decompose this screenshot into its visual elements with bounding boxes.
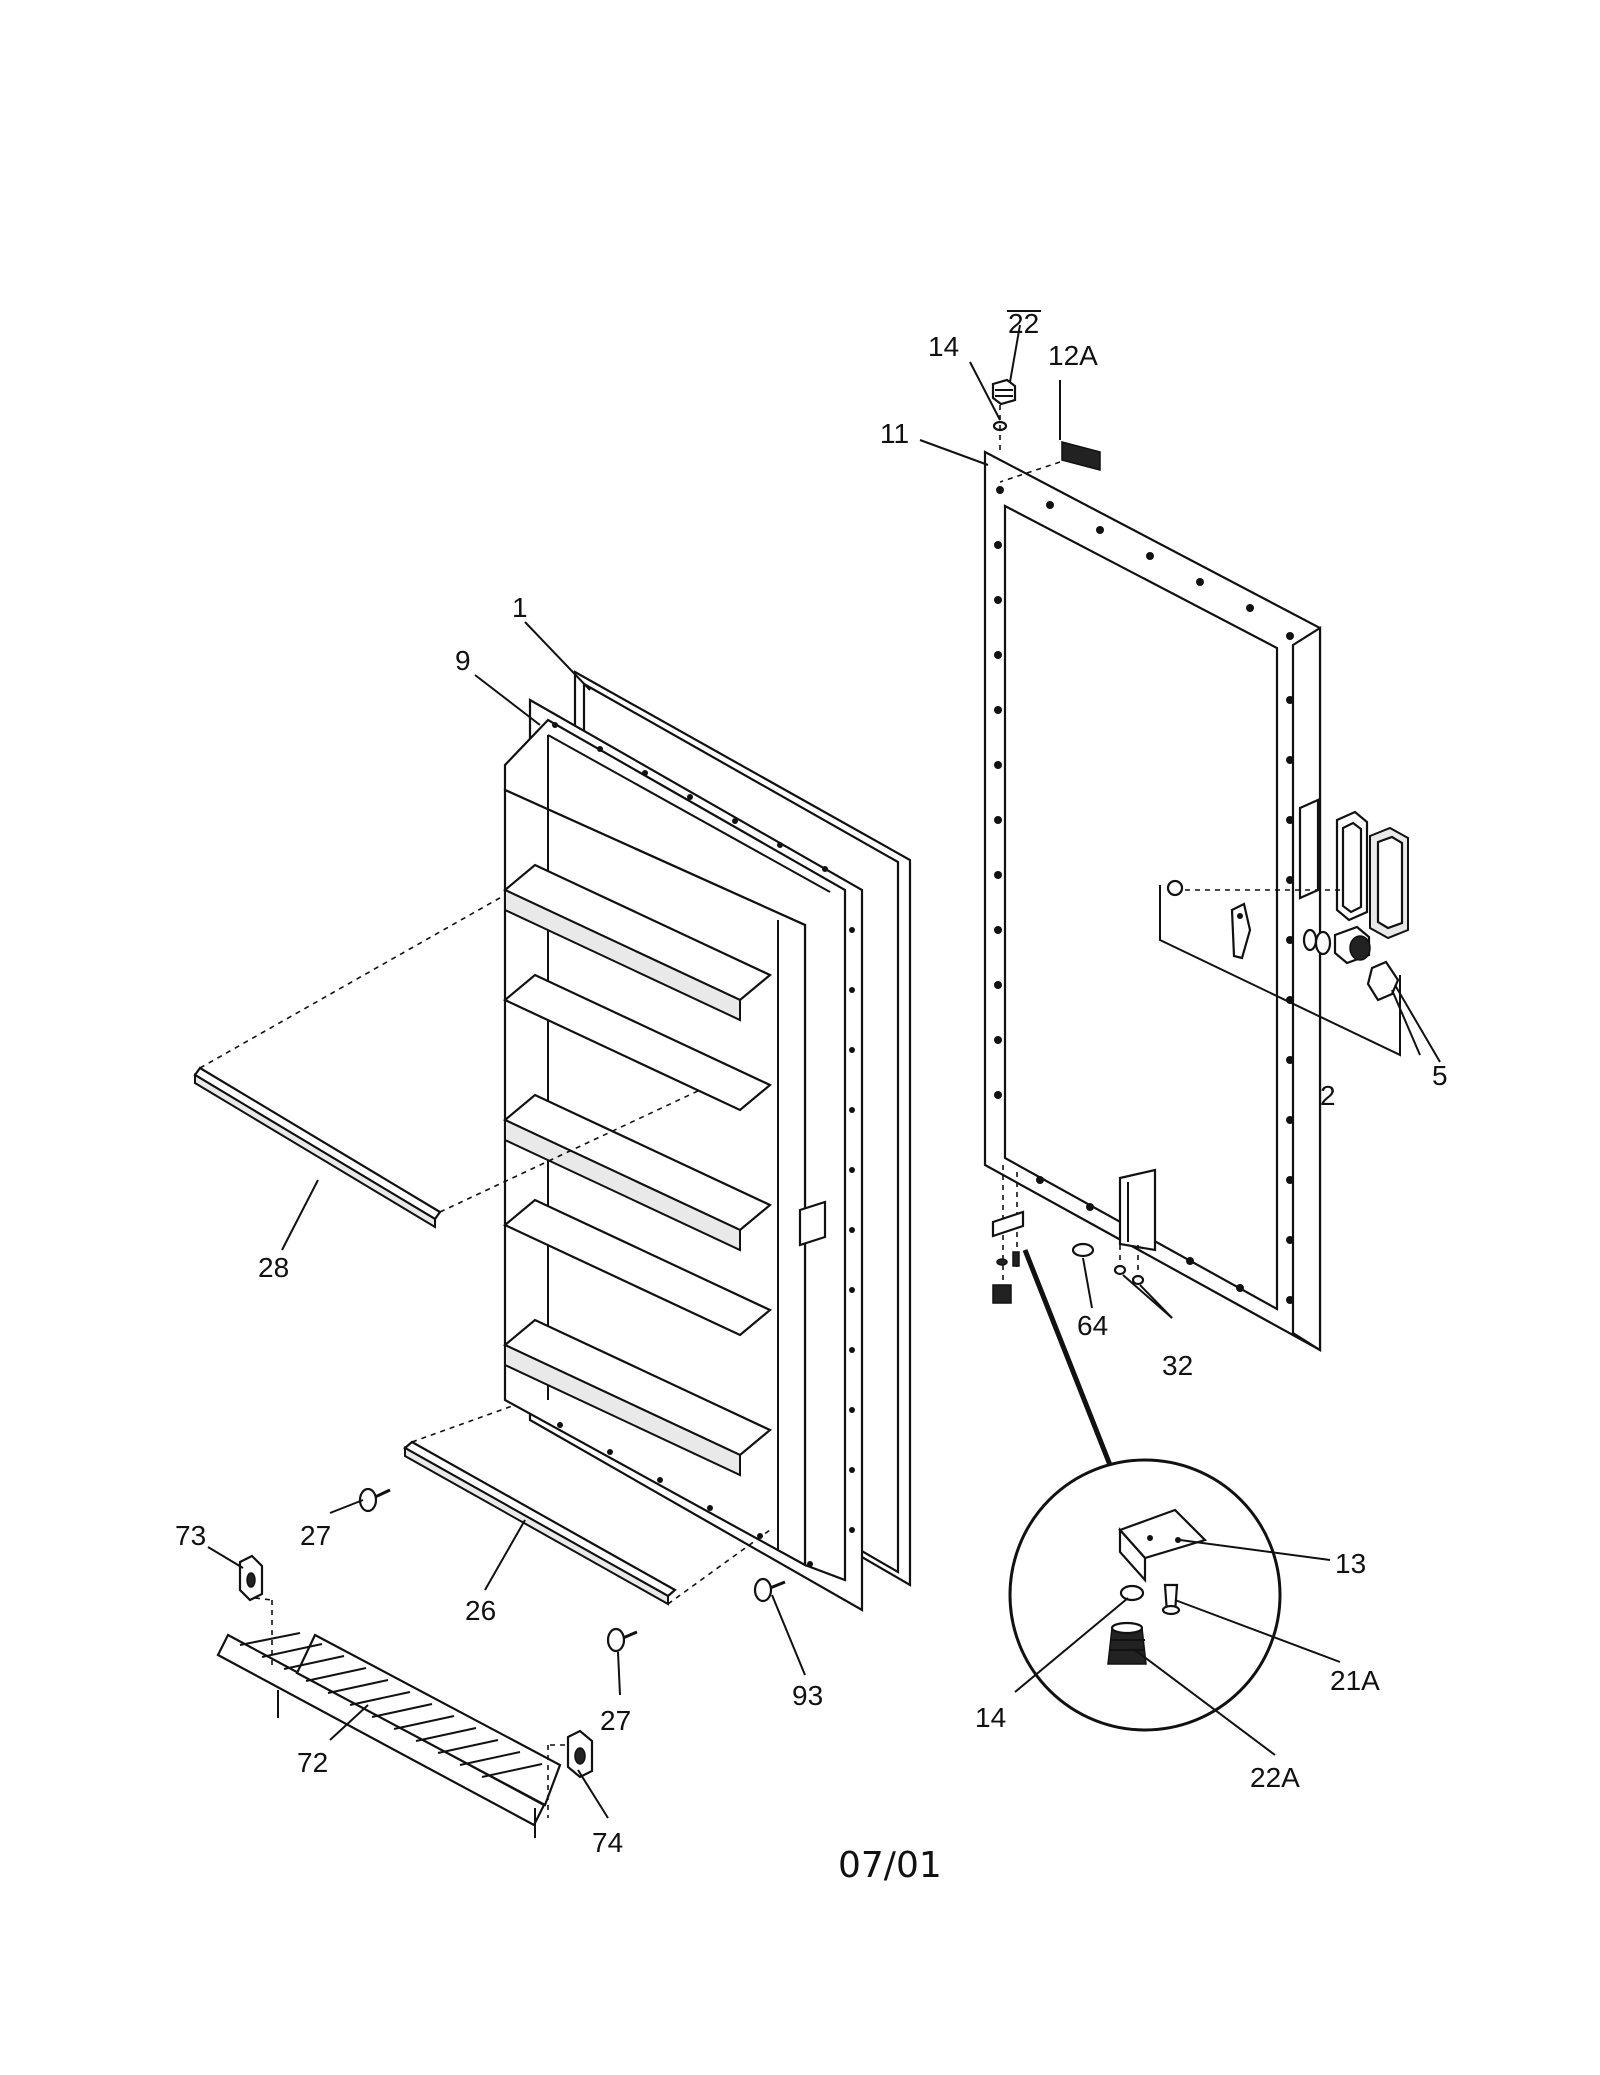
date-code: 07/01 (838, 1845, 942, 1886)
label-73: 73 (175, 1520, 206, 1551)
label-2: 2 (1320, 1080, 1336, 1111)
outer-door-panel (983, 450, 1322, 1352)
top-hinge-parts (991, 378, 1101, 483)
label-5: 5 (1432, 1060, 1448, 1091)
lock-assembly (1159, 879, 1421, 1057)
label-28: 28 (258, 1252, 289, 1283)
inner-door-liner (502, 698, 864, 1612)
label-22a: 22A (1250, 1762, 1300, 1793)
callout-labels: 22 14 12A 11 1 9 5 2 28 64 32 13 27 26 7… (175, 308, 1448, 1858)
basket-clip-left (238, 1554, 273, 1668)
upper-shelf-rail (193, 894, 701, 1229)
label-64: 64 (1077, 1310, 1108, 1341)
label-11: 11 (880, 418, 909, 449)
label-12a: 12A (1048, 340, 1098, 371)
lower-shelf-rail (403, 1404, 771, 1606)
bottom-hinge-parts (991, 1165, 1145, 1466)
basket-clip-right (547, 1729, 594, 1818)
door-basket (216, 1632, 562, 1838)
door-handle-assembly (1335, 810, 1409, 940)
label-1: 1 (512, 592, 528, 623)
fastener-27-lower (606, 1627, 638, 1653)
label-14-top: 14 (928, 331, 959, 362)
leader-lines (207, 324, 1441, 1819)
label-32: 32 (1162, 1350, 1193, 1381)
label-27-lower: 27 (600, 1705, 631, 1736)
door-shelves (502, 863, 773, 1477)
fastener-93 (753, 1577, 786, 1603)
label-13: 13 (1335, 1548, 1366, 1579)
label-14-detail: 14 (975, 1702, 1006, 1733)
label-72: 72 (297, 1747, 328, 1778)
label-27-upper: 27 (300, 1520, 331, 1551)
hinge-detail-callout (1008, 1458, 1282, 1732)
label-26: 26 (465, 1595, 496, 1626)
label-9: 9 (455, 645, 471, 676)
label-21a: 21A (1330, 1665, 1380, 1696)
label-93: 93 (792, 1680, 823, 1711)
label-22: 22 (1008, 308, 1039, 339)
fastener-27-upper (358, 1487, 391, 1513)
label-74: 74 (592, 1827, 623, 1858)
